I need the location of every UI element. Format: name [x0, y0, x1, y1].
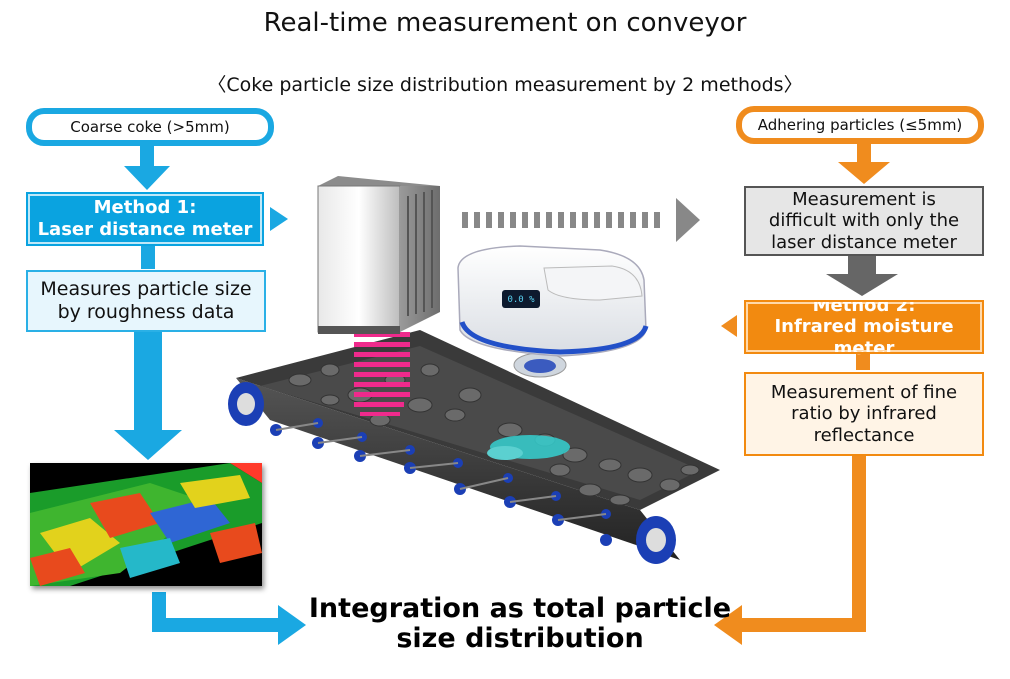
method-1-title: Method 1: — [93, 197, 197, 219]
method-2-name: Infrared moisture meter — [774, 316, 954, 359]
infrared-moisture-meter-device — [457, 245, 649, 378]
conveyor-belt — [228, 330, 720, 564]
ir-pointer-arrow-icon — [721, 315, 737, 337]
right-arrow-gray — [826, 254, 898, 296]
left-arrow-2 — [141, 243, 155, 269]
method-1-name: Laser distance meter — [37, 219, 253, 240]
right-arrow-1 — [838, 138, 890, 184]
ir-meter-display: 0.0 % — [507, 295, 535, 305]
infrared-spot — [487, 435, 570, 460]
difficulty-box: Measurement is difficult with only the l… — [744, 186, 984, 256]
left-arrow-to-integration — [152, 592, 306, 645]
method-1-description-text: Measures particle size by roughness data — [40, 278, 252, 323]
method-1-box: Method 1: Laser distance meter — [26, 192, 264, 246]
difficulty-text: Measurement is difficult with only the l… — [768, 188, 960, 253]
laser-roughness-heatmap — [30, 463, 262, 586]
laser-pointer-arrow-icon — [270, 207, 288, 231]
adhering-particles-pill: Adhering particles (≤5mm) — [736, 106, 984, 144]
coarse-coke-pill: Coarse coke (>5mm) — [26, 108, 274, 146]
coarse-coke-label: Coarse coke (>5mm) — [70, 118, 230, 136]
method-2-title: Method 2: — [812, 294, 916, 316]
integration-text: Integration as total particle size distr… — [308, 593, 732, 655]
left-arrow-1 — [124, 140, 170, 190]
laser-distance-meter-device — [317, 176, 440, 334]
page-subtitle: 〈Coke particle size distribution measure… — [207, 74, 803, 96]
page-title: Real-time measurement on conveyor — [263, 8, 747, 38]
right-arrow-2 — [856, 352, 870, 370]
method-2-description: Measurement of fine ratio by infrared re… — [744, 372, 984, 456]
adhering-particles-label: Adhering particles (≤5mm) — [757, 116, 963, 134]
method-2-box: Method 2: Infrared moisture meter — [744, 295, 984, 359]
left-arrow-3 — [114, 332, 182, 460]
method-1-description: Measures particle size by roughness data — [26, 270, 266, 332]
dotted-arrow-icon — [462, 198, 700, 242]
method-2-description-text: Measurement of fine ratio by infrared re… — [770, 381, 958, 446]
right-arrow-to-integration — [714, 456, 866, 645]
laser-beam — [354, 332, 410, 416]
heatmap-graphic — [30, 463, 262, 586]
